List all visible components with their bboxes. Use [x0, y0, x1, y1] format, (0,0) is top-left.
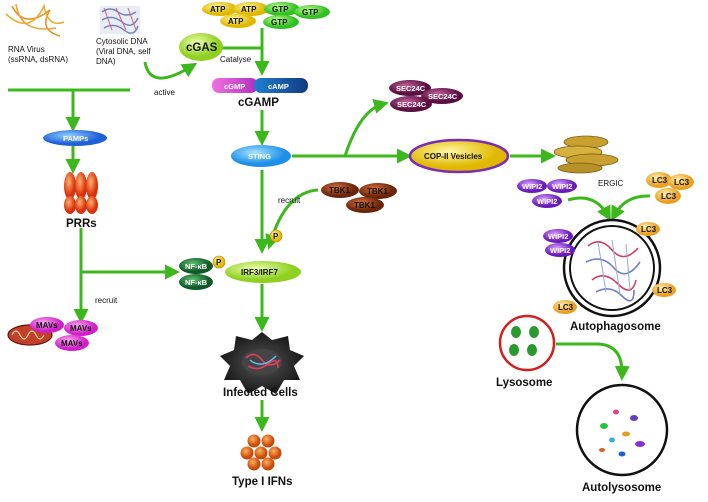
wipi2-label-2: WIPI2: [552, 182, 572, 191]
sec24c-label-3: SEC24C: [397, 100, 427, 109]
prrs-receptor-icon: [64, 172, 98, 214]
cytosolic-dna-label-3: DNA): [96, 57, 116, 66]
lc3-badge-right-top: LC3: [636, 222, 660, 236]
arrows: [8, 28, 651, 432]
prrs-label: PRRs: [66, 218, 97, 230]
lysosome-label: Lysosome: [496, 377, 552, 389]
copii-vesicles-node: COP-II Vesicles: [408, 138, 510, 174]
camp-label: cAMP: [268, 82, 289, 91]
wipi2-label-4: WIPI2: [548, 232, 568, 241]
sting-label: STING: [248, 152, 271, 161]
rna-virus-label-2: (ssRNA, dsRNA): [8, 55, 68, 64]
nfkb-cluster: NF-κB NF-κB: [179, 258, 213, 290]
gtp-label-3: GTP: [271, 18, 288, 27]
lc3-label-2: LC3: [674, 178, 690, 187]
recruit-label-right: recruit: [278, 196, 301, 205]
lysosome-icon: [498, 314, 556, 372]
recruit-label-left: recruit: [95, 296, 118, 305]
cgamp-node: cGMP cAMP cGAMP: [212, 78, 308, 109]
pamps-node: PAMPs: [43, 130, 107, 146]
lc3-label-5: LC3: [657, 286, 673, 295]
infected-cell-icon: [220, 332, 304, 394]
ergic-label: ERGIC: [598, 179, 624, 188]
wipi2-cluster-top: WIPI2 WIPI2 WIPI2: [517, 179, 577, 208]
wipi2-label-5: WIPI2: [550, 246, 570, 255]
sting-node: STING: [231, 145, 291, 167]
cgas-label: cGAS: [186, 42, 218, 54]
arrow-lysosome-to-autolysosome: [556, 342, 630, 381]
dna-icon: [100, 6, 140, 34]
phosphate-label-lower: P: [216, 258, 222, 267]
tbk1-label-3: TBK1: [354, 201, 375, 210]
phosphate-badge-lower: P: [212, 255, 226, 269]
tbk1-label-1: TBK1: [329, 186, 350, 195]
lc3-label-4: LC3: [641, 225, 657, 234]
cgmp-label: cGMP: [224, 82, 245, 91]
autophagosome-icon: [562, 218, 662, 318]
atp-gtp-cluster: ATP ATP ATP GTP GTP GTP: [202, 2, 330, 29]
rna-virus-icon: [5, 3, 65, 37]
lc3-label-3: LC3: [661, 192, 677, 201]
active-label: active: [154, 88, 175, 97]
sec24c-label-2: SEC24C: [428, 92, 458, 101]
lc3-badge-left: LC3: [553, 300, 577, 314]
ifn-cluster-icon: [240, 434, 282, 471]
wipi2-label-3: WIPI2: [537, 197, 557, 206]
pamps-label: PAMPs: [63, 134, 88, 143]
autolysosome-icon: [575, 383, 669, 477]
type1-ifns-label: Type I IFNs: [232, 476, 293, 488]
lc3-cluster-top: LC3 LC3 LC3: [646, 172, 694, 204]
arrow-lc3-to-autophagosome: [611, 194, 651, 222]
infected-cells-label: Infected Cells: [223, 387, 298, 399]
nfkb-label-1: NF-κB: [185, 262, 208, 271]
wipi2-cluster-side: WIPI2 WIPI2: [543, 229, 575, 257]
irf-node: IRF3/IRF7: [225, 261, 301, 283]
ergic-icon: [553, 135, 619, 174]
mavs-label-2: MAVs: [70, 324, 92, 333]
rna-virus-label-1: RNA Virus: [8, 45, 45, 54]
autophagosome-label: Autophagosome: [570, 321, 661, 333]
cytosolic-dna-label-2: (Viral DNA, self: [96, 47, 151, 56]
cytosolic-dna-label-1: Cytosolic DNA: [96, 37, 148, 46]
mavs-label-1: MAVs: [36, 321, 58, 330]
phosphate-label-upper: P: [273, 232, 279, 241]
cgas-node: cGAS: [179, 33, 223, 61]
catalyse-label: Catalyse: [220, 55, 252, 64]
arrow-dna-to-cgas: [143, 61, 198, 80]
gtp-label-2: GTP: [302, 8, 319, 17]
sec24c-cluster: SEC24C SEC24C SEC24C: [389, 80, 463, 112]
wipi2-label-1: WIPI2: [522, 182, 542, 191]
sec24c-label-1: SEC24C: [396, 84, 426, 93]
arrow-prrs-to-nfkb: [79, 228, 180, 280]
cgamp-label: cGAMP: [238, 97, 279, 109]
mavs-label-3: MAVs: [61, 339, 83, 348]
lc3-label-6: LC3: [558, 303, 574, 312]
atp-label-1: ATP: [210, 5, 226, 14]
copii-label: COP-II Vesicles: [424, 152, 483, 161]
atp-label-3: ATP: [228, 17, 244, 26]
nfkb-label-2: NF-κB: [185, 278, 208, 287]
atp-label-2: ATP: [241, 5, 257, 14]
arrow-curve-to-sec24c: [343, 99, 389, 157]
tbk1-label-2: TBK1: [367, 187, 388, 196]
tbk1-cluster: TBK1 TBK1 TBK1: [321, 182, 397, 213]
gtp-label-1: GTP: [272, 5, 289, 14]
arrow-wipi2-to-autophagosome: [567, 196, 611, 222]
lc3-badge-right-bottom: LC3: [652, 283, 676, 297]
mavs-cluster: MAVs MAVs MAVs: [30, 317, 98, 351]
autolysosome-label: Autolysosome: [582, 482, 661, 494]
irf-label: IRF3/IRF7: [241, 268, 278, 277]
phosphate-badge-upper: P: [269, 229, 283, 243]
lc3-label-1: LC3: [652, 176, 668, 185]
